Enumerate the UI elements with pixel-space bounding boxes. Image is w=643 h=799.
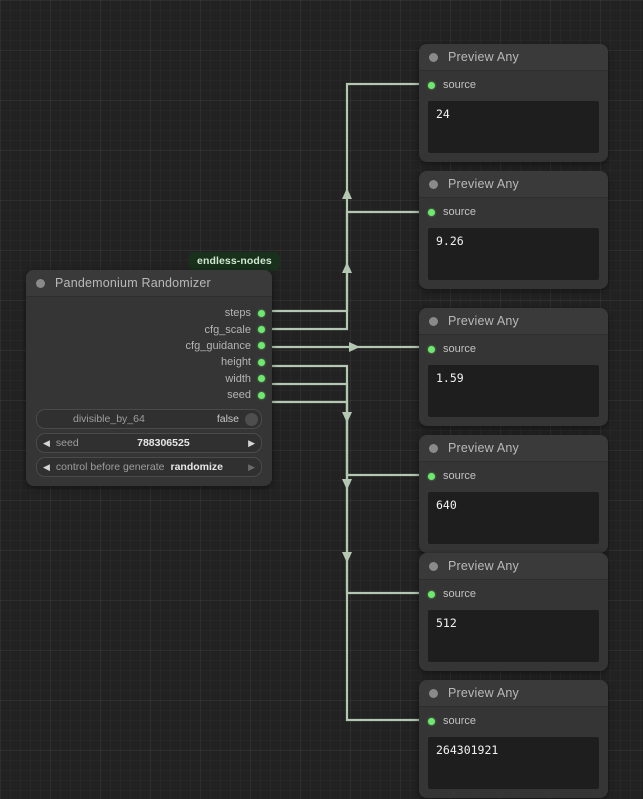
output-port-cfg-scale[interactable]: cfg_scale bbox=[26, 321, 272, 337]
input-label: source bbox=[443, 588, 477, 600]
node-category-badge: endless-nodes bbox=[189, 252, 280, 271]
port-dot-icon[interactable] bbox=[428, 345, 435, 353]
output-port-seed[interactable]: seed bbox=[26, 387, 272, 403]
chevron-right-icon[interactable]: ▶ bbox=[248, 437, 255, 448]
node-title-bar[interactable]: Preview Any bbox=[419, 435, 608, 462]
input-label: source bbox=[443, 206, 477, 218]
preview-value-text: 640 bbox=[436, 498, 457, 512]
node-title-bar[interactable]: Preview Any bbox=[419, 308, 608, 335]
circle-icon[interactable] bbox=[429, 688, 438, 698]
output-port-width[interactable]: width bbox=[26, 371, 272, 387]
preview-value-box: 264301921 bbox=[428, 737, 599, 789]
preview-value-text: 1.59 bbox=[436, 371, 464, 385]
output-port-steps[interactable]: steps bbox=[26, 305, 272, 321]
port-dot-icon[interactable] bbox=[258, 326, 265, 334]
widget-value: false bbox=[216, 413, 239, 426]
input-port-source[interactable]: source bbox=[419, 462, 608, 490]
node-preview-any-cfg-scale[interactable]: Preview Any source 9.26 bbox=[419, 171, 608, 289]
circle-icon[interactable] bbox=[429, 443, 438, 453]
circle-icon[interactable] bbox=[429, 52, 438, 62]
port-dot-icon[interactable] bbox=[258, 309, 265, 317]
widget-label: control before generate bbox=[55, 461, 165, 474]
node-preview-any-seed[interactable]: Preview Any source 264301921 bbox=[419, 680, 608, 798]
port-dot-icon[interactable] bbox=[428, 81, 435, 89]
widget-value[interactable]: 788306525 bbox=[137, 437, 190, 450]
output-label: cfg_scale bbox=[204, 323, 251, 336]
circle-icon[interactable] bbox=[429, 179, 438, 189]
input-label: source bbox=[443, 470, 477, 482]
preview-value-box: 24 bbox=[428, 101, 599, 153]
port-dot-icon[interactable] bbox=[428, 717, 435, 725]
input-port-source[interactable]: source bbox=[419, 335, 608, 363]
node-pandemonium-randomizer[interactable]: Pandemonium Randomizer steps cfg_scale c… bbox=[26, 270, 272, 486]
node-title-bar[interactable]: Pandemonium Randomizer bbox=[26, 270, 272, 297]
output-label: cfg_guidance bbox=[185, 339, 251, 352]
port-dot-icon[interactable] bbox=[258, 342, 265, 350]
node-title-bar[interactable]: Preview Any bbox=[419, 553, 608, 580]
widget-seed[interactable]: ◀ seed 788306525 ▶ bbox=[36, 433, 262, 454]
preview-value-text: 9.26 bbox=[436, 234, 464, 248]
input-label: source bbox=[443, 79, 477, 91]
node-title-text: Preview Any bbox=[448, 314, 519, 328]
preview-value-box: 640 bbox=[428, 492, 599, 544]
chevron-left-icon[interactable]: ◀ bbox=[43, 437, 50, 448]
preview-value-box: 9.26 bbox=[428, 228, 599, 280]
port-dot-icon[interactable] bbox=[258, 391, 265, 399]
port-dot-icon[interactable] bbox=[258, 358, 265, 366]
node-title-text: Preview Any bbox=[448, 559, 519, 573]
node-preview-any-height[interactable]: Preview Any source 640 bbox=[419, 435, 608, 553]
node-title-text: Preview Any bbox=[448, 177, 519, 191]
widget-label: divisible_by_64 bbox=[73, 413, 145, 426]
port-dot-icon[interactable] bbox=[428, 472, 435, 480]
circle-icon[interactable] bbox=[429, 561, 438, 571]
preview-value-box: 1.59 bbox=[428, 365, 599, 417]
preview-value-box: 512 bbox=[428, 610, 599, 662]
output-port-height[interactable]: height bbox=[26, 354, 272, 370]
node-title-text: Pandemonium Randomizer bbox=[55, 276, 211, 290]
node-preview-any-steps[interactable]: Preview Any source 24 bbox=[419, 44, 608, 162]
toggle-knob-icon[interactable] bbox=[245, 412, 258, 426]
node-title-bar[interactable]: Preview Any bbox=[419, 171, 608, 198]
widget-list: divisible_by_64 false ◀ seed 788306525 ▶… bbox=[26, 403, 272, 478]
node-preview-any-cfg-guidance[interactable]: Preview Any source 1.59 bbox=[419, 308, 608, 426]
preview-value-text: 512 bbox=[436, 616, 457, 630]
circle-icon[interactable] bbox=[36, 278, 45, 288]
preview-value-text: 264301921 bbox=[436, 743, 499, 757]
node-title-text: Preview Any bbox=[448, 686, 519, 700]
node-preview-any-width[interactable]: Preview Any source 512 bbox=[419, 553, 608, 671]
port-dot-icon[interactable] bbox=[428, 590, 435, 598]
output-port-list: steps cfg_scale cfg_guidance height widt… bbox=[26, 297, 272, 403]
port-dot-icon[interactable] bbox=[258, 375, 265, 383]
node-title-text: Preview Any bbox=[448, 441, 519, 455]
input-port-source[interactable]: source bbox=[419, 580, 608, 608]
output-port-cfg-guidance[interactable]: cfg_guidance bbox=[26, 338, 272, 354]
node-title-bar[interactable]: Preview Any bbox=[419, 680, 608, 707]
input-port-source[interactable]: source bbox=[419, 198, 608, 226]
widget-label: seed bbox=[55, 437, 79, 450]
output-label: width bbox=[225, 372, 251, 385]
output-label: height bbox=[221, 356, 251, 369]
output-label: seed bbox=[227, 389, 251, 402]
circle-icon[interactable] bbox=[429, 316, 438, 326]
port-dot-icon[interactable] bbox=[428, 208, 435, 216]
chevron-left-icon[interactable]: ◀ bbox=[43, 461, 50, 472]
preview-value-text: 24 bbox=[436, 107, 450, 121]
input-port-source[interactable]: source bbox=[419, 71, 608, 99]
input-label: source bbox=[443, 343, 477, 355]
output-label: steps bbox=[224, 307, 251, 320]
widget-control-before-generate[interactable]: ◀ control before generate randomize ▶ bbox=[36, 457, 262, 478]
input-port-source[interactable]: source bbox=[419, 707, 608, 735]
widget-value[interactable]: randomize bbox=[170, 461, 224, 474]
node-title-text: Preview Any bbox=[448, 50, 519, 64]
node-title-bar[interactable]: Preview Any bbox=[419, 44, 608, 71]
widget-divisible-by-64[interactable]: divisible_by_64 false bbox=[36, 409, 262, 430]
chevron-right-icon[interactable]: ▶ bbox=[248, 461, 255, 472]
input-label: source bbox=[443, 715, 477, 727]
